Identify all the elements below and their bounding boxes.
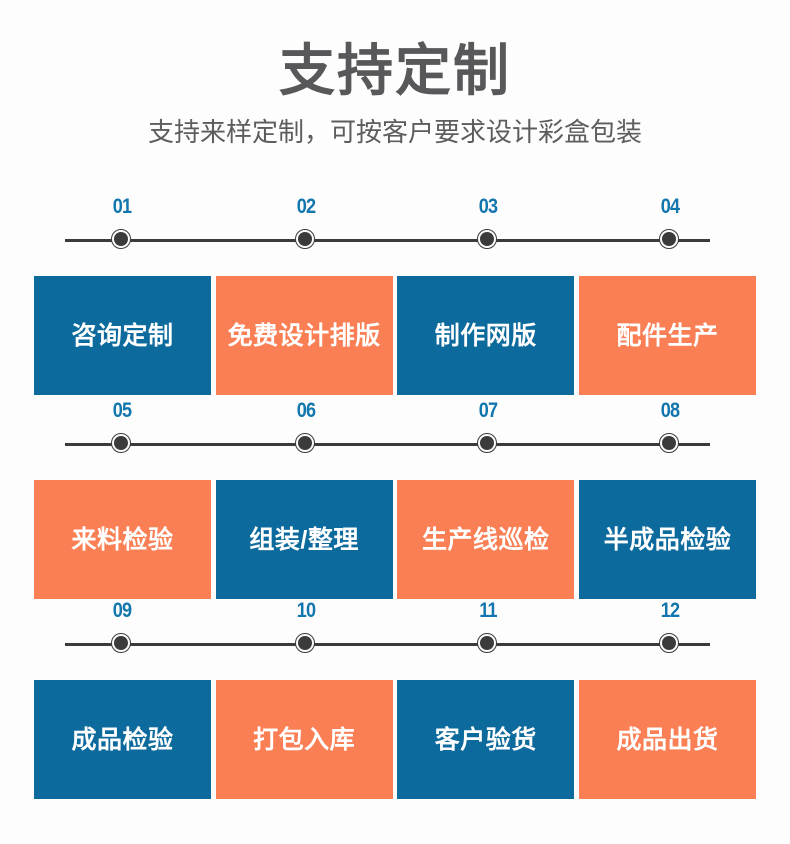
timeline-dot-icon <box>295 433 315 453</box>
timeline-node-06: 06 <box>276 399 336 453</box>
step-number: 02 <box>296 195 316 218</box>
step-card-label: 成品出货 <box>616 725 719 754</box>
step-card-01[interactable]: 咨询定制 <box>34 276 211 395</box>
timeline-node-03: 03 <box>458 195 518 249</box>
timeline-dot-icon <box>111 229 131 249</box>
step-card-03[interactable]: 制作网版 <box>397 276 575 395</box>
step-card-08[interactable]: 半成品检验 <box>578 480 756 599</box>
step-number: 11 <box>479 599 497 622</box>
page-subtitle: 支持来样定制，可按客户要求设计彩盒包装 <box>147 117 642 147</box>
step-card-12[interactable]: 成品出货 <box>578 680 756 799</box>
step-number: 04 <box>660 195 680 218</box>
step-number: 03 <box>478 195 498 218</box>
step-card-label: 打包入库 <box>253 725 356 754</box>
timeline-node-07: 07 <box>458 399 518 453</box>
step-card-07[interactable]: 生产线巡检 <box>397 480 575 599</box>
timeline-dot-icon <box>477 229 497 249</box>
step-card-11[interactable]: 客户验货 <box>397 680 575 799</box>
timeline-dot-icon <box>111 433 131 453</box>
step-card-06[interactable]: 组装/整理 <box>215 480 393 599</box>
timeline-line <box>65 443 710 446</box>
step-card-04[interactable]: 配件生产 <box>578 276 756 395</box>
page-title: 支持定制 <box>279 39 511 102</box>
step-number: 06 <box>296 399 316 422</box>
timeline-node-04: 04 <box>640 195 700 249</box>
step-number: 12 <box>660 599 680 622</box>
step-cards-row-1: 咨询定制 免费设计排版 制作网版 配件生产 <box>0 276 790 395</box>
step-number: 07 <box>478 399 498 422</box>
timeline-node-10: 10 <box>276 599 336 653</box>
step-card-label: 客户验货 <box>434 725 537 754</box>
timeline-dot-icon <box>295 633 315 653</box>
timeline-dot-icon <box>477 633 497 653</box>
timeline-node-11: 11 <box>458 599 518 653</box>
timeline-dot-icon <box>477 433 497 453</box>
step-number: 10 <box>296 599 316 622</box>
timeline-dot-icon <box>659 633 679 653</box>
step-cards-row-3: 成品检验 打包入库 客户验货 成品出货 <box>0 680 790 799</box>
timeline-node-08: 08 <box>640 399 700 453</box>
step-card-label: 组装/整理 <box>249 525 359 554</box>
step-number: 08 <box>660 399 680 422</box>
header: 支持定制 支持来样定制，可按客户要求设计彩盒包装 <box>0 0 790 148</box>
timeline-dot-icon <box>659 229 679 249</box>
step-card-label: 成品检验 <box>71 725 174 754</box>
step-card-label: 免费设计排版 <box>227 321 381 350</box>
step-card-09[interactable]: 成品检验 <box>34 680 211 799</box>
step-card-02[interactable]: 免费设计排版 <box>215 276 393 395</box>
step-number: 09 <box>112 599 132 622</box>
step-number: 05 <box>112 399 132 422</box>
timeline-node-02: 02 <box>276 195 336 249</box>
step-card-label: 生产线巡检 <box>422 525 550 554</box>
timeline-line <box>65 239 710 242</box>
timeline-node-05: 05 <box>92 399 152 453</box>
timeline-dot-icon <box>295 229 315 249</box>
timeline-node-09: 09 <box>92 599 152 653</box>
process-row-3: 09 10 11 12 成品检验 打包入库 <box>0 600 790 799</box>
step-card-label: 来料检验 <box>71 525 174 554</box>
step-cards-row-2: 来料检验 组装/整理 生产线巡检 半成品检验 <box>0 480 790 599</box>
step-card-label: 配件生产 <box>616 321 719 350</box>
timeline-node-01: 01 <box>92 195 152 249</box>
timeline-dot-icon <box>659 433 679 453</box>
timeline-line <box>65 643 710 646</box>
timeline-2: 05 06 07 08 <box>0 399 790 453</box>
step-card-label: 半成品检验 <box>603 525 732 554</box>
timeline-3: 09 10 11 12 <box>0 599 790 653</box>
timeline-dot-icon <box>111 633 131 653</box>
timeline-node-12: 12 <box>640 599 700 653</box>
step-card-05[interactable]: 来料检验 <box>34 480 211 599</box>
step-card-label: 制作网版 <box>434 321 537 350</box>
step-card-label: 咨询定制 <box>71 321 174 350</box>
process-row-2: 05 06 07 08 来料检验 组装/整理 <box>0 400 790 599</box>
step-number: 01 <box>112 195 132 218</box>
timeline-1: 01 02 03 04 <box>0 195 790 249</box>
step-card-10[interactable]: 打包入库 <box>215 680 393 799</box>
process-row-1: 01 02 03 04 咨询定制 免费设计排版 <box>0 196 790 395</box>
